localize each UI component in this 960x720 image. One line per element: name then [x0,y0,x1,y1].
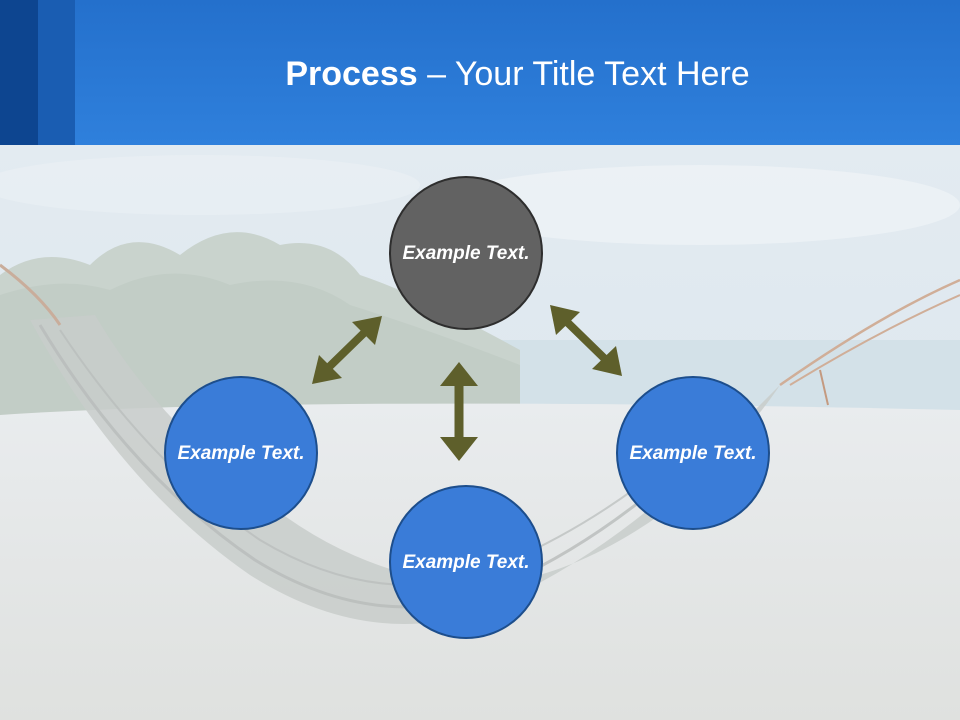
node-right-label: Example Text. [629,442,757,464]
title-bar-accent-dark [0,0,38,145]
title-bar-accent-mid [38,0,75,145]
node-bottom: Example Text. [389,485,543,639]
title-separator: – [417,55,455,93]
node-bottom-label: Example Text. [402,551,530,573]
double-arrow-top-left [312,316,382,384]
double-arrow-top-right [550,305,622,376]
title-bold: Process [285,55,418,93]
slide-title: Process – Your Title Text Here [75,52,960,96]
node-top-label: Example Text. [402,242,530,264]
node-top: Example Text. [389,176,543,330]
node-right: Example Text. [616,376,770,530]
title-rest: Your Title Text Here [454,55,750,93]
title-bar: Process – Your Title Text Here [0,0,960,145]
node-left-label: Example Text. [177,442,305,464]
double-arrow-vertical [440,362,478,461]
node-left: Example Text. [164,376,318,530]
